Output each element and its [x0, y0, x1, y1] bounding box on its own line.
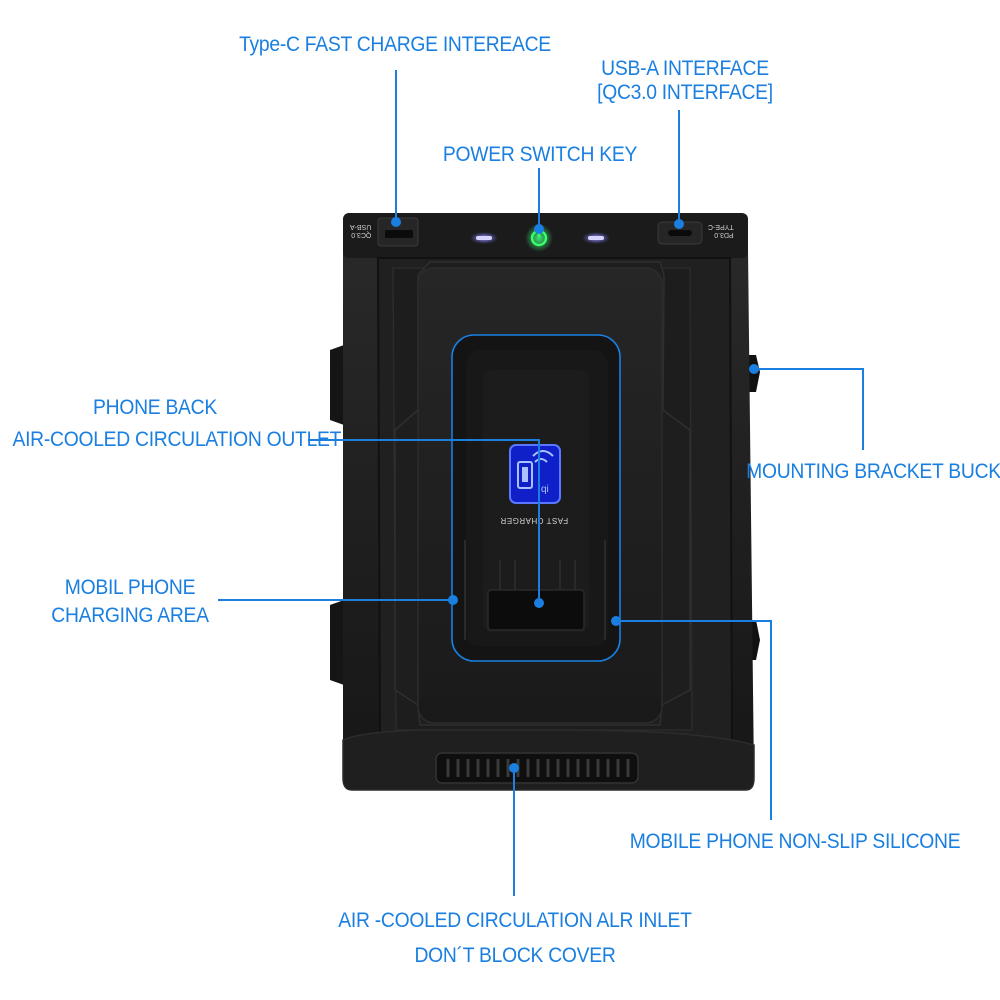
indicator-led-left	[476, 236, 492, 240]
callout-dot-bracket	[749, 364, 759, 374]
usb-a-port-text: QC3.0 USB-A	[350, 222, 371, 238]
usb-a-port-text-usb: USB-A	[350, 223, 372, 230]
svg-text:qi: qi	[541, 484, 549, 495]
label-type-c: Type-C FAST CHARGE INTEREACE	[239, 33, 551, 56]
callout-line-phone-back-h	[308, 439, 540, 441]
callout-line-air-inlet-v	[513, 768, 515, 896]
callout-line-nonslip-v	[770, 620, 772, 820]
usb-a-port-text-qc: QC3.0	[351, 231, 372, 238]
type-c-port-text-pd: PD3.0	[714, 231, 734, 238]
label-phone-back-line1: PHONE BACK	[93, 396, 217, 419]
callout-dot-usb-a	[674, 219, 684, 229]
callout-line-charging-h	[218, 599, 454, 601]
type-c-port-text-typec: TYPE-C	[708, 223, 734, 230]
indicator-led-right	[588, 236, 604, 240]
label-air-inlet-line2: DON´T BLOCK COVER	[414, 944, 616, 967]
label-charging-area-line1: MOBIL PHONE	[64, 576, 196, 599]
label-charging-area-line2: CHARGING AREA	[51, 604, 209, 627]
wireless-charging-icon: qi	[509, 444, 561, 504]
callout-dot-charging	[448, 595, 458, 605]
label-air-inlet-line1: AIR -COOLED CIRCULATION ALR INLET	[338, 909, 692, 932]
callout-line-type-c-v	[395, 70, 397, 222]
callout-line-usb-a-v	[678, 110, 680, 222]
air-inlet-grille	[435, 752, 639, 784]
label-non-slip: MOBILE PHONE NON-SLIP SILICONE	[629, 830, 961, 853]
fast-charger-text: FAST CHARGER	[500, 516, 569, 525]
callout-dot-type-c	[391, 217, 401, 227]
usb-a-port	[377, 217, 419, 247]
callout-line-bracket-v	[862, 368, 864, 450]
callout-line-nonslip-h	[616, 620, 772, 622]
label-mounting-bracket: MOUNTING BRACKET BUCKLE	[746, 460, 1000, 483]
callout-line-phone-back-v	[538, 439, 540, 603]
label-phone-back-line2: AIR-COOLED CIRCULATION OUTLET	[12, 428, 342, 451]
callout-line-bracket-h	[754, 368, 864, 370]
callout-dot-nonslip	[611, 616, 621, 626]
callout-dot-power	[534, 224, 544, 234]
label-usb-a-line2: [QC3.0 INTERFACE]	[597, 81, 773, 104]
label-usb-a-line1: USB-A INTERFACE	[601, 57, 769, 80]
callout-dot-air-inlet	[509, 763, 519, 773]
callout-line-power-v	[538, 168, 540, 228]
label-power-switch: POWER SWITCH KEY	[442, 143, 638, 166]
type-c-port	[657, 221, 703, 245]
phone-back-air-outlet	[487, 589, 585, 631]
type-c-port-text: PD3.0 TYPE-C	[708, 222, 734, 238]
callout-dot-phone-back	[534, 598, 544, 608]
